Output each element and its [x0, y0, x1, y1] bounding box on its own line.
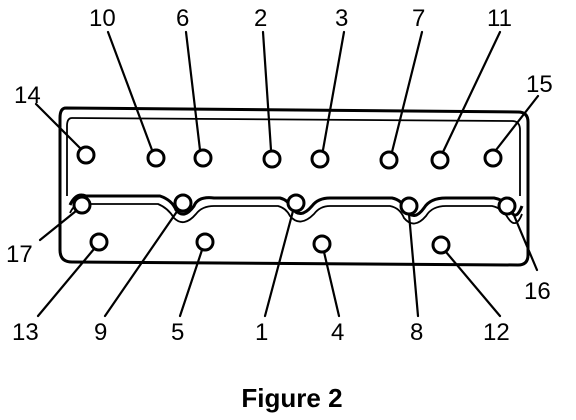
label-16: 16	[524, 278, 551, 305]
label-9: 9	[94, 319, 107, 346]
bolt-labels: 10 6 2 3 7 11 15 14 17 16 13 9 5 1 4 8 1…	[6, 5, 553, 346]
bolt-2	[262, 149, 282, 169]
bolt-14	[76, 145, 96, 165]
bolt-4	[312, 234, 332, 254]
bolt-1	[286, 193, 306, 213]
label-11: 11	[487, 5, 512, 32]
label-4: 4	[331, 319, 344, 346]
bolt-15	[483, 148, 503, 168]
cover-outline	[58, 106, 530, 267]
label-12: 12	[483, 319, 510, 346]
label-8: 8	[410, 319, 423, 346]
bolt-7	[379, 150, 399, 170]
label-14: 14	[14, 82, 41, 109]
bolt-16	[497, 196, 517, 216]
bolt-5	[195, 232, 215, 252]
label-7: 7	[412, 5, 425, 32]
label-2: 2	[254, 5, 267, 32]
label-1: 1	[255, 319, 268, 346]
bolt-8	[399, 196, 419, 216]
label-5: 5	[171, 319, 184, 346]
label-10: 10	[89, 5, 116, 32]
bolt-11	[430, 150, 450, 170]
label-15: 15	[526, 71, 553, 98]
bolt-6	[193, 148, 213, 168]
bolt-3	[310, 149, 330, 169]
figure-caption: Figure 2	[241, 383, 342, 413]
label-3: 3	[335, 5, 348, 32]
label-17: 17	[6, 241, 33, 268]
label-13: 13	[12, 319, 39, 346]
bolt-13	[89, 232, 109, 252]
bolt-holes	[72, 145, 517, 255]
leader-lines	[34, 30, 540, 318]
bolt-17	[72, 195, 92, 215]
bolt-10	[146, 148, 166, 168]
bolt-9	[173, 193, 193, 213]
bolt-12	[431, 235, 451, 255]
label-6: 6	[176, 5, 189, 32]
